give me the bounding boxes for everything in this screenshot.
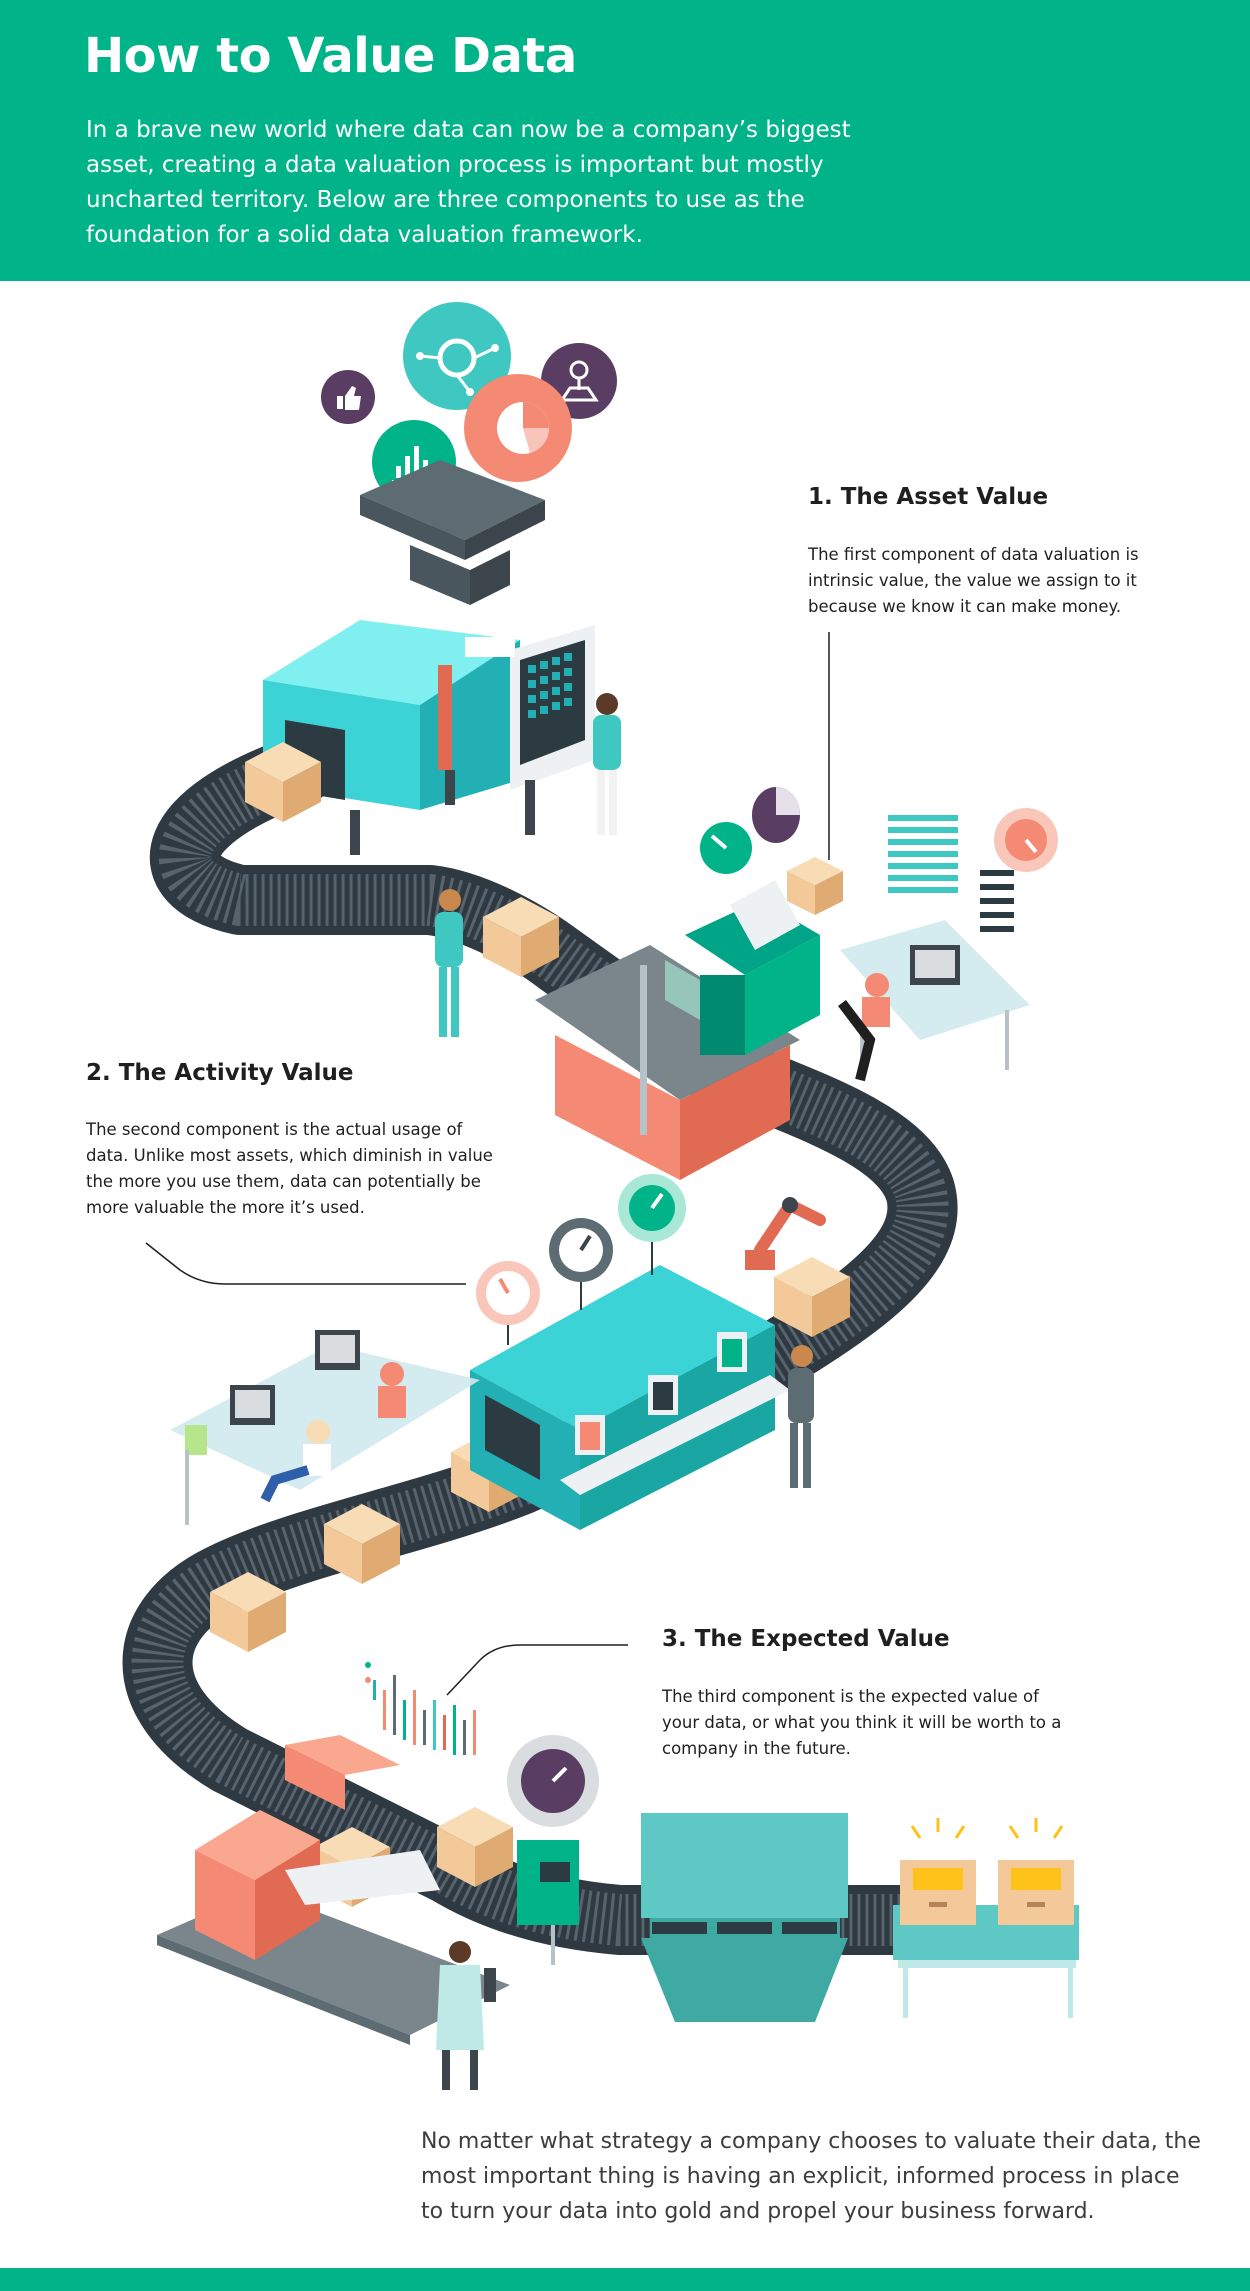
gauge-icon bbox=[549, 1218, 613, 1282]
section-text-expected: The third component is the expected valu… bbox=[662, 1687, 1062, 1758]
section-title-expected: 3. The Expected Value bbox=[662, 1626, 950, 1652]
footer-bar bbox=[0, 2268, 1250, 2291]
callout-line-expected bbox=[446, 1644, 628, 1696]
hopper-machine bbox=[263, 460, 595, 855]
office-desk bbox=[838, 920, 1030, 1082]
section-title-activity: 2. The Activity Value bbox=[86, 1060, 354, 1086]
pie-chart-icon bbox=[464, 374, 572, 482]
gauge-icon bbox=[994, 808, 1058, 872]
scientist-figure bbox=[436, 1941, 496, 2090]
pie-chart-icon bbox=[752, 787, 800, 843]
section-text-activity: The second component is the actual usage… bbox=[86, 1120, 493, 1217]
factory-illustration bbox=[122, 302, 1079, 2090]
robot-arm bbox=[745, 1197, 826, 1270]
gauge-icon bbox=[476, 1261, 540, 1325]
worker-figure bbox=[593, 693, 621, 835]
gauge-icon bbox=[507, 1735, 599, 1827]
thumbs-up-icon bbox=[321, 370, 375, 424]
processing-machine bbox=[470, 1174, 790, 1530]
gold-crates bbox=[893, 1818, 1079, 2018]
sorting-machine bbox=[157, 1735, 599, 2045]
office-desk bbox=[170, 1330, 480, 1525]
network-icon bbox=[403, 302, 511, 410]
scanner-station bbox=[535, 880, 820, 1180]
worker-figure bbox=[788, 1345, 814, 1488]
callout-line-activity bbox=[145, 1242, 466, 1285]
conveyor-belt bbox=[122, 735, 958, 1955]
gauge-icon bbox=[618, 1174, 686, 1242]
intro-text: In a brave new world where data can now … bbox=[86, 117, 851, 248]
gauge-icon bbox=[700, 822, 752, 874]
collection-hopper bbox=[641, 1813, 848, 2022]
data-grid-panel bbox=[888, 815, 1014, 932]
page-title: How to Value Data bbox=[84, 28, 577, 84]
closing-text: No matter what strategy a company choose… bbox=[421, 2129, 1201, 2224]
worker-figure bbox=[435, 889, 463, 1037]
section-title-asset: 1. The Asset Value bbox=[808, 484, 1049, 510]
bar-chart-icon bbox=[365, 1662, 476, 1755]
section-text-asset: The first component of data valuation is… bbox=[808, 545, 1139, 616]
header-banner: How to Value Data In a brave new world w… bbox=[0, 0, 1250, 281]
